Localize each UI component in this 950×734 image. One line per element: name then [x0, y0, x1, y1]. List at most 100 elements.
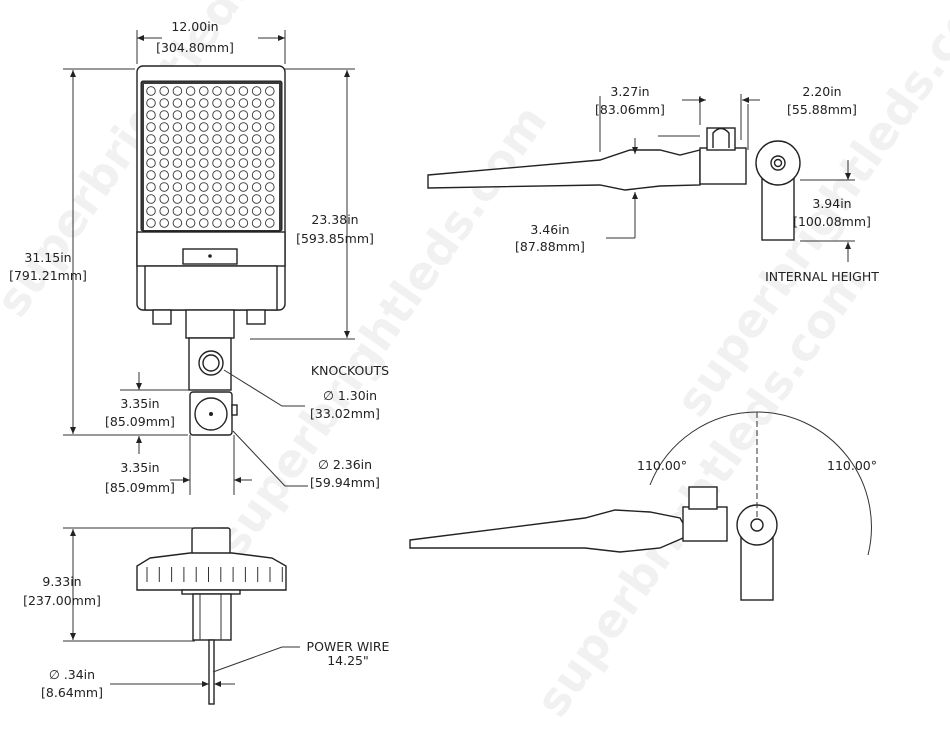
led [265, 182, 275, 192]
led [212, 158, 222, 168]
led [238, 122, 249, 132]
led [185, 134, 196, 144]
led [185, 122, 196, 132]
led [199, 122, 209, 132]
wire-diameter-in: ∅ .34in [49, 667, 95, 682]
front-dimensions [63, 30, 355, 495]
led [146, 170, 156, 180]
overall-height-in: 31.15in [24, 250, 71, 265]
led [199, 86, 209, 96]
knockout-small-in: ∅ 1.30in [323, 388, 377, 403]
mount-width-mm: [85.09mm] [105, 480, 175, 495]
led [265, 194, 275, 204]
led [212, 98, 222, 108]
end-view-drawing [63, 527, 300, 705]
led-panel [144, 156, 279, 230]
led [251, 194, 262, 204]
led [159, 182, 169, 192]
led [251, 170, 262, 180]
led [146, 182, 156, 192]
led [212, 194, 222, 204]
led [238, 158, 249, 168]
led [251, 98, 262, 108]
led [172, 194, 183, 204]
width-mm: [304.80mm] [156, 40, 234, 55]
led [199, 206, 209, 216]
internal-height-label: INTERNAL HEIGHT [765, 269, 879, 284]
led [172, 218, 183, 228]
led [238, 146, 249, 156]
led [159, 194, 169, 204]
led [212, 182, 222, 192]
width-in: 12.00in [171, 19, 218, 34]
led [225, 158, 235, 168]
led [185, 182, 196, 192]
led [172, 134, 183, 144]
led [225, 98, 235, 108]
led [238, 98, 249, 108]
led [238, 206, 249, 216]
led [251, 86, 262, 96]
led [146, 86, 156, 96]
led [146, 158, 156, 168]
led [212, 206, 222, 216]
led [238, 218, 249, 228]
end-height-mm: [237.00mm] [23, 593, 101, 608]
led [159, 98, 169, 108]
led [265, 134, 275, 144]
led [251, 218, 262, 228]
led [172, 182, 183, 192]
led [251, 158, 262, 168]
led [159, 122, 169, 132]
tilt-view-drawing [409, 411, 872, 601]
photocell-height-in: 2.20in [802, 84, 841, 99]
led [199, 218, 209, 228]
tilt-angle-right: 110.00° [827, 458, 877, 473]
led [225, 110, 235, 120]
overall-height-mm: [791.21mm] [9, 268, 87, 283]
led [238, 110, 249, 120]
led [265, 206, 275, 216]
photocell-width-in: 3.27in [610, 84, 649, 99]
led [146, 218, 156, 228]
led [146, 122, 156, 132]
led [172, 98, 183, 108]
led [172, 206, 183, 216]
knockout-large-in: ∅ 2.36in [318, 457, 372, 472]
led [172, 122, 183, 132]
end-height-in: 9.33in [42, 574, 81, 589]
power-wire-label: POWER WIRE [307, 639, 390, 654]
knockouts-title: KNOCKOUTS [311, 363, 389, 378]
led [172, 170, 183, 180]
led [225, 146, 235, 156]
wire-diameter-mm: [8.64mm] [41, 685, 103, 700]
knockout-small-mm: [33.02mm] [310, 406, 380, 421]
tilt-angle-left: 110.00° [637, 458, 687, 473]
led [225, 122, 235, 132]
profile-height-mm: [87.88mm] [515, 239, 585, 254]
side-view-drawing [427, 94, 855, 262]
led [185, 86, 196, 96]
led [199, 146, 209, 156]
led [265, 170, 275, 180]
led [159, 170, 169, 180]
led [251, 122, 262, 132]
photocell-height-mm: [55.88mm] [787, 102, 857, 117]
led [199, 158, 209, 168]
led [238, 134, 249, 144]
led [225, 194, 235, 204]
led [146, 134, 156, 144]
led [251, 182, 262, 192]
knockout-large-mm: [59.94mm] [310, 475, 380, 490]
led [159, 218, 169, 228]
internal-height-mm: [100.08mm] [793, 214, 871, 229]
led [225, 170, 235, 180]
led [199, 134, 209, 144]
led [212, 218, 222, 228]
mount-width-in: 3.35in [120, 460, 159, 475]
led [212, 122, 222, 132]
led [265, 158, 275, 168]
led [265, 110, 275, 120]
led [199, 182, 209, 192]
